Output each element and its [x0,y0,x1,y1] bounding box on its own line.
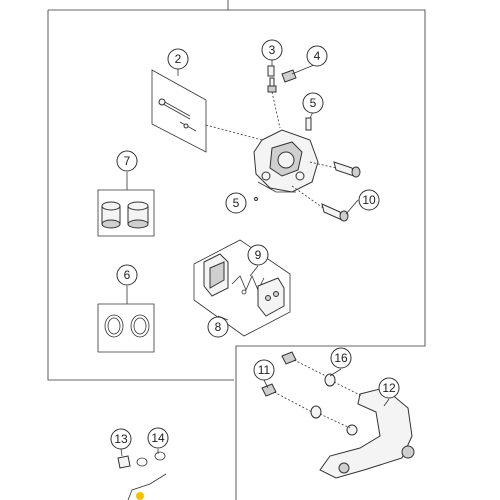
callout-5-lower: 5 [225,192,247,214]
callout-11: 11 [253,359,275,381]
bracket-bolt-lower [261,383,313,413]
callout-4: 4 [306,45,328,67]
callout-16-label: 16 [334,351,348,365]
callout-6: 6 [116,264,138,286]
caliper-bracket [319,387,415,479]
seal-right [130,314,150,338]
callout-4-label: 4 [314,49,321,63]
brake-pad-frame [193,239,291,337]
callout-5-upper: 5 [302,92,324,114]
bolt-kit-frame [151,69,207,153]
bracket-bolt-upper [281,351,331,379]
callout-leaders [120,60,390,457]
callout-12: 12 [378,377,400,399]
callout-12-label: 12 [382,381,396,395]
seal-frame [97,303,155,353]
callout-13-label: 13 [114,432,128,446]
callout-7-label: 7 [124,154,131,168]
callout-2-label: 2 [175,52,182,66]
bolt-part [158,98,191,120]
callout-5-lower-label: 5 [233,196,240,210]
pin-part [179,121,197,132]
callout-16: 16 [330,347,352,369]
callout-14-label: 14 [151,431,165,445]
callout-8: 8 [207,316,229,338]
brake-pad-right [257,277,285,317]
banjo-bolt [117,455,131,469]
piston-group [97,189,155,237]
seal-left [104,314,124,338]
bleeder-cap [281,69,297,83]
piston-left [101,201,121,229]
bleeder-valve [267,65,281,129]
small-screw-upper [305,117,312,131]
assembly-outline [47,0,426,500]
callout-8-label: 8 [215,320,222,334]
sleeve-lower [310,405,351,429]
guide-pin-upper [333,161,361,178]
callout-3-label: 3 [269,43,276,57]
callout-7: 7 [116,150,138,172]
callout-10: 10 [358,189,380,211]
callout-2: 2 [167,48,189,70]
caliper-body [253,129,337,211]
piston-frame [97,189,155,237]
sealing-washers [136,451,166,467]
callout-5-upper-label: 5 [310,96,317,110]
callout-11-label: 11 [258,363,271,377]
callout-9: 9 [247,244,269,266]
callout-9-label: 9 [255,248,262,262]
callout-13: 13 [110,428,132,450]
seal-group [97,303,155,353]
sleeve-upper [324,373,363,397]
brake-pad-left [203,253,229,297]
callout-10-label: 10 [362,193,376,207]
callout-14: 14 [147,427,169,449]
piston-right [127,201,149,229]
brake-line [127,473,167,500]
bolt-kit-group [151,69,263,153]
small-part-lower [254,197,258,201]
guide-pin-lower [321,203,349,222]
callout-6-label: 6 [124,268,131,282]
callout-3: 3 [261,39,283,61]
brake-pad-group [193,239,291,337]
